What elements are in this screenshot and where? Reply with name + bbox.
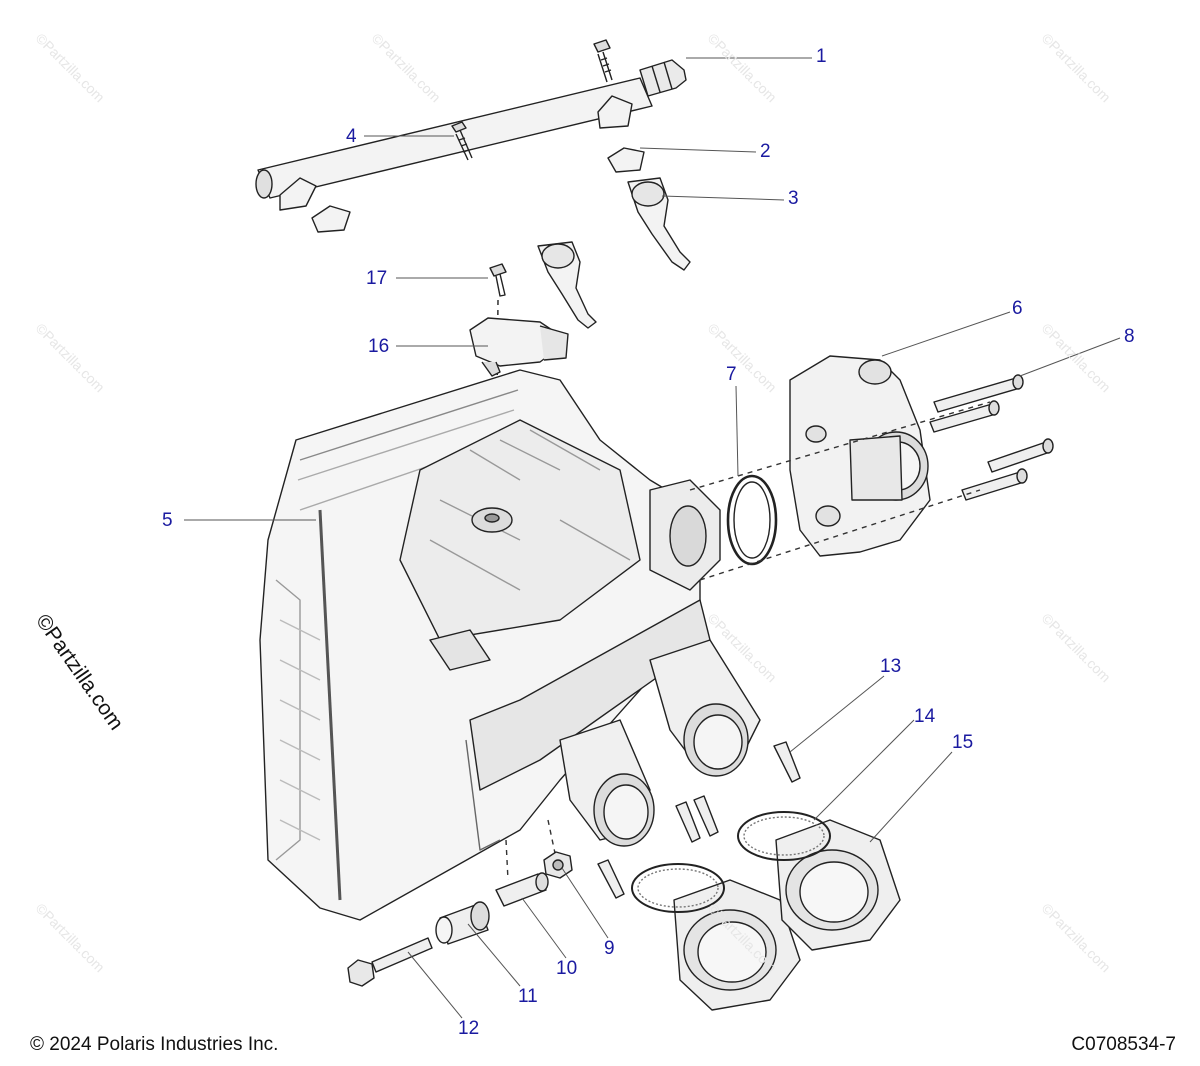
callout-4[interactable]: 4 [346,126,357,147]
callout-10[interactable]: 10 [556,958,578,979]
callout-8[interactable]: 8 [1124,326,1135,347]
map-sensor [469,317,569,377]
hex-nut [543,851,573,879]
intake-plenum [259,369,721,921]
callout-2[interactable]: 2 [760,141,771,162]
throttle-body [789,355,931,557]
mounting-bolt [347,937,433,987]
callout-6[interactable]: 6 [1012,298,1023,319]
callout-15[interactable]: 15 [952,732,974,753]
fuel-injector [537,177,691,329]
throttle-bolt [929,374,1054,501]
callout-5[interactable]: 5 [162,510,173,531]
assembly-lines [505,401,991,881]
callout-12[interactable]: 12 [458,1018,480,1039]
callout-17[interactable]: 17 [366,268,388,289]
injector-clip [311,147,645,233]
copyright-notice: © 2024 Polaris Industries Inc. [30,1034,279,1055]
grommet [435,901,490,945]
callout-11[interactable]: 11 [518,986,538,1007]
spacer [495,872,549,907]
fuel-rail [255,59,687,211]
leader-lines [184,57,1121,1019]
intake-boot [673,819,901,1011]
hose-clamp [631,811,831,913]
callout-14[interactable]: 14 [914,706,936,727]
sensor-screw [489,263,507,297]
callout-16[interactable]: 16 [368,336,390,357]
callout-3[interactable]: 3 [788,188,799,209]
callout-9[interactable]: 9 [604,938,615,959]
boot-bolt [597,741,801,899]
intake-runner [559,639,761,847]
throttle-gasket [726,474,778,566]
diagram-code: C0708534-7 [1071,1034,1176,1055]
callout-7[interactable]: 7 [726,364,737,385]
callout-1[interactable]: 1 [816,46,827,67]
callout-13[interactable]: 13 [880,656,902,677]
rail-bolt [451,39,613,161]
